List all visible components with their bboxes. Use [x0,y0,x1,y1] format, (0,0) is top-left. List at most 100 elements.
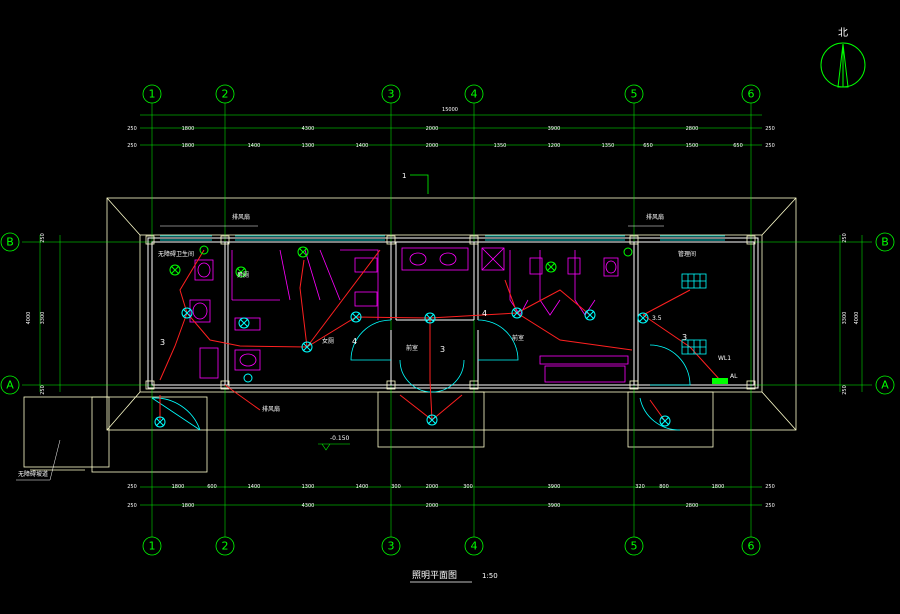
dim-right-1: 3300 [842,312,848,325]
axis-left-a: A [6,379,14,392]
panel-label: WL1 [718,355,731,362]
dim-bot1-11: 800 [659,484,669,490]
dim-top1-2: 4300 [302,126,315,132]
axis-bottom-3: 3 [388,540,395,553]
dim-top-total: 15000 [442,107,458,113]
room-office: 管理间 [678,250,696,258]
tag-outside: 无障碍坡道 [18,470,48,478]
dimension-texts: 15000 250 1800 4300 2000 3900 2800 250 2… [26,107,860,509]
dim-top2-5: 2000 [426,143,439,149]
scale-text: 1:50 [482,572,498,580]
room-male: 男厕 [237,272,249,279]
axis-top-1: 1 [149,88,156,101]
tag-bottom: 排风扇 [262,405,280,413]
dim-top2-7: 1200 [548,143,561,149]
dim-top2-2: 1400 [248,143,261,149]
axis-top-6: 6 [748,88,755,101]
walls [147,237,759,389]
dim-bot1-9: 3900 [548,484,561,490]
wiring [159,249,721,422]
axis-bottom-4: 4 [471,540,478,553]
dim-right-2: 250 [842,385,848,395]
room-hall-left: 前室 [406,344,418,352]
dim-bot1-7: 2000 [426,484,439,490]
dim-bot1-13: 250 [765,484,775,490]
dim-left-0: 250 [40,233,46,243]
axis-bottom-6: 6 [748,540,755,553]
dim-top1-5: 2800 [686,126,699,132]
dim-bot2-6: 250 [765,503,775,509]
dim-top2-11: 650 [733,143,743,149]
axis-right-b: B [881,236,889,249]
dim-left-2: 250 [40,385,46,395]
room-female: 女厕 [322,337,334,345]
doors [151,319,691,431]
dim-right-3: 4000 [854,312,860,325]
circuit-4a: 4 [352,337,357,346]
dim-bot2-3: 2000 [426,503,439,509]
dim-top1-1: 1800 [182,126,195,132]
dim-bot2-2: 4300 [302,503,315,509]
circuit-left: 3 [160,338,165,347]
dim-bot2-0: 250 [127,503,137,509]
dim-top2-9: 650 [643,143,653,149]
dim-bot1-12: 1800 [712,484,725,490]
dim-left-1: 3300 [40,312,46,325]
drawing-title: 照明平面图 1:50 [410,570,498,583]
dim-top2-0: 250 [127,143,137,149]
dim-top1-3: 2000 [426,126,439,132]
fan-note: 3.5 [652,315,662,322]
room-accessible: 无障碍卫生间 [158,250,194,258]
dim-bot1-3: 1400 [248,484,261,490]
axis-right-a: A [881,379,889,392]
circuit-mid: 3 [440,345,445,354]
north-arrow: 北 [820,27,866,88]
exhaust-fans [681,273,707,355]
axis-left-b: B [6,236,14,249]
dim-top2-10: 1500 [686,143,699,149]
columns [145,235,756,390]
callout-1: 1 [402,172,406,180]
axis-bottom-5: 5 [631,540,638,553]
dim-bot1-10: 320 [635,484,645,490]
dim-top1-4: 3900 [548,126,561,132]
distribution-panel: WL1 AL [712,355,738,384]
axis-bottom-1: 1 [149,540,156,553]
dim-bot1-0: 250 [127,484,137,490]
annotations: 无障碍卫生间 男厕 女厕 前室 前室 管理间 排风扇 排风扇 排风扇 无障碍坡道… [16,172,696,481]
dim-right-0: 250 [842,233,848,243]
light-fixtures [154,245,671,428]
dim-top2-1: 1800 [182,143,195,149]
level-label: -0.150 [330,435,350,442]
dim-top2-4: 1400 [356,143,369,149]
axis-bottom-2: 2 [222,540,229,553]
dim-bot1-6: 300 [391,484,401,490]
dim-top1-0: 250 [127,126,137,132]
panel-note: AL [730,373,738,380]
room-hall-right: 前室 [512,334,524,342]
circuit-right: 3 [682,333,687,342]
tag-left: 排风扇 [232,213,250,221]
dim-bot1-5: 1400 [356,484,369,490]
axis-top-5: 5 [631,88,638,101]
dim-bot1-4: 1300 [302,484,315,490]
fixtures [189,247,629,383]
dim-top2-3: 1300 [302,143,315,149]
dim-top1-6: 250 [765,126,775,132]
axis-top-4: 4 [471,88,478,101]
level-mark: -0.150 [318,435,350,451]
dim-top2-12: 250 [765,143,775,149]
dim-bot1-1: 1800 [172,484,185,490]
dim-left-3: 4000 [26,312,32,325]
axis-labels: 1 2 3 4 5 6 1 2 3 4 5 6 B A B A [6,88,889,553]
dim-bot2-5: 2800 [686,503,699,509]
dim-top2-6: 1350 [494,143,507,149]
axis-bubbles [0,84,895,556]
dim-top2-8: 1350 [602,143,615,149]
dimension-lines [39,114,863,506]
circuit-4b: 4 [482,309,487,318]
dim-bot2-1: 1800 [182,503,195,509]
dim-bot2-4: 3900 [548,503,561,509]
dim-bot1-8: 300 [463,484,473,490]
